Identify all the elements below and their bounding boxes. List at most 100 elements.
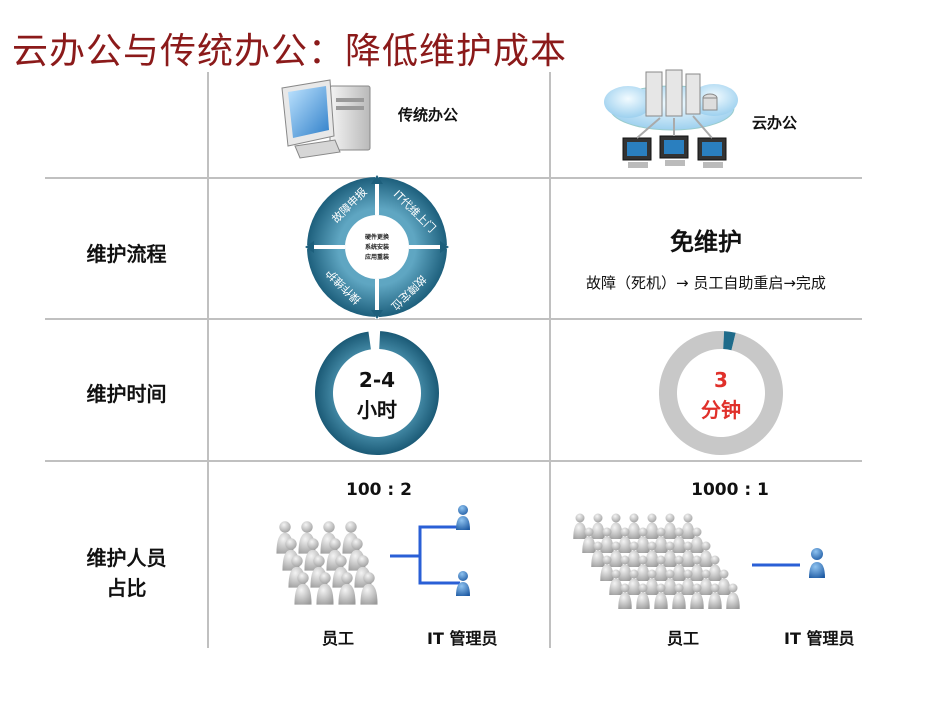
person-icon (609, 550, 623, 567)
cloud-time-donut (659, 331, 784, 455)
cloud-process-headline: 免维护 (670, 228, 742, 256)
traditional-ratio: 100 : 2 (346, 480, 412, 500)
person-icon (636, 564, 650, 581)
person-icon (654, 536, 668, 553)
person-icon (285, 538, 297, 550)
person-icon (710, 583, 720, 593)
person-icon (319, 572, 331, 584)
person-icon (672, 564, 686, 581)
person-icon (611, 541, 621, 551)
person-icon (357, 555, 369, 567)
person-icon (647, 513, 657, 523)
admin-icon (809, 548, 825, 578)
person-icon (602, 527, 612, 537)
traditional-time-unit: 小时 (357, 398, 397, 422)
person-icon (600, 564, 614, 581)
person-icon (647, 569, 657, 579)
staff-crowd-cloud (573, 513, 740, 609)
person-icon (663, 522, 677, 539)
person-icon (701, 541, 711, 551)
person-icon (618, 592, 632, 609)
person-icon (692, 583, 702, 593)
person-icon (656, 555, 666, 565)
person-icon (307, 538, 319, 550)
person-icon (584, 527, 594, 537)
person-icon (672, 536, 686, 553)
admin-icon (456, 571, 470, 596)
person-icon (351, 538, 363, 550)
person-icon (638, 583, 648, 593)
person-icon (692, 555, 702, 565)
traditional-time-value: 2-4 (358, 368, 396, 392)
person-icon (316, 583, 334, 605)
cycle-center-line: 系统安装 (365, 243, 389, 251)
person-icon (620, 555, 630, 565)
person-icon (656, 527, 666, 537)
person-icon (672, 592, 686, 609)
cloud-staff-label: 员工 (667, 629, 700, 648)
person-icon (593, 541, 603, 551)
person-icon (329, 538, 341, 550)
staff-crowd-traditional (276, 521, 378, 605)
person-icon (600, 536, 614, 553)
traditional-column-label: 传统办公 (398, 106, 459, 124)
person-icon (683, 569, 693, 579)
person-icon (663, 578, 677, 595)
person-icon (683, 541, 693, 551)
person-icon (620, 527, 630, 537)
cycle-center-line: 硬件更换 (365, 233, 390, 241)
donut-fill (723, 331, 736, 351)
person-icon (323, 521, 335, 533)
person-icon (629, 513, 639, 523)
person-icon (611, 569, 621, 579)
person-icon (363, 572, 375, 584)
page-title: 云办公与传统办公：降低维护成本 (12, 31, 568, 72)
person-icon (656, 583, 666, 593)
person-icon (602, 555, 612, 565)
person-icon (609, 522, 623, 539)
person-icon (360, 583, 378, 605)
person-icon (341, 572, 353, 584)
person-icon (301, 521, 313, 533)
person-icon (654, 564, 668, 581)
person-icon (681, 578, 695, 595)
cloud-time-unit: 分钟 (701, 398, 741, 422)
person-icon (636, 592, 650, 609)
person-icon (291, 555, 303, 567)
person-icon (629, 569, 639, 579)
person-icon (708, 564, 722, 581)
person-icon (683, 513, 693, 523)
person-icon (674, 583, 684, 593)
person-icon (690, 536, 704, 553)
person-icon (699, 578, 713, 595)
person-icon (638, 555, 648, 565)
person-icon (335, 555, 347, 567)
person-icon (663, 550, 677, 567)
person-icon (665, 513, 675, 523)
person-icon (708, 592, 722, 609)
admin-icon (456, 505, 470, 530)
person-icon (665, 541, 675, 551)
person-icon (591, 522, 605, 539)
cycle-center-line: 应用重装 (365, 253, 389, 261)
person-icon (627, 522, 641, 539)
person-icon (345, 521, 357, 533)
cloud-process-flow: 故障（死机）→ 员工自助重启→完成 (586, 274, 826, 292)
traditional-admin-label: IT 管理员 (427, 629, 498, 648)
person-icon (636, 536, 650, 553)
person-icon (638, 527, 648, 537)
person-icon (681, 522, 695, 539)
person-icon (719, 569, 729, 579)
row-label-time: 维护时间 (86, 382, 167, 406)
row-label-process: 维护流程 (86, 242, 167, 266)
person-icon (647, 541, 657, 551)
person-icon (611, 513, 621, 523)
person-icon (294, 583, 312, 605)
person-icon (645, 522, 659, 539)
person-icon (699, 550, 713, 567)
